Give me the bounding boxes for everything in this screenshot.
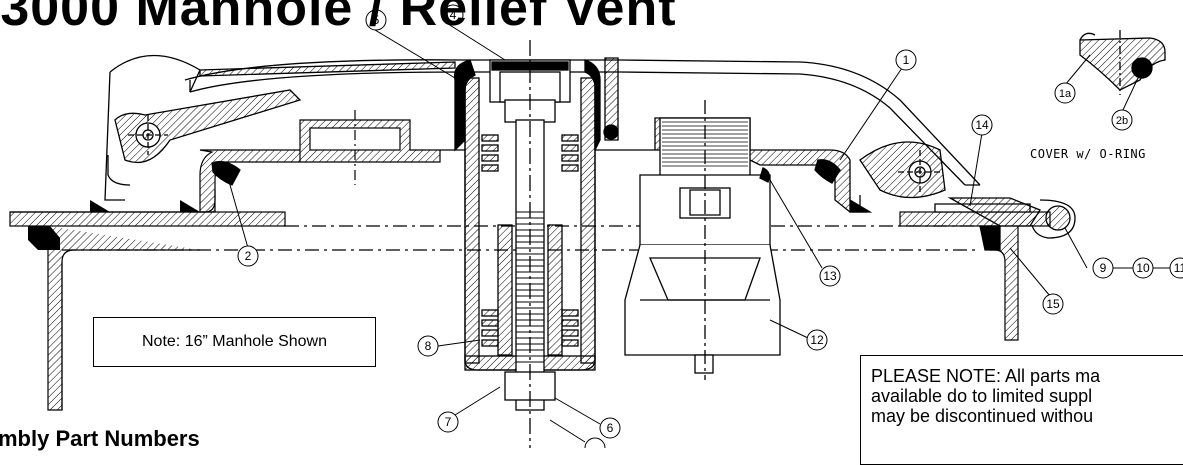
callout-13: 13 <box>823 269 837 283</box>
callout-circles <box>237 4 1183 448</box>
callout-bubble-2 <box>237 245 259 267</box>
callout-7: 7 <box>445 415 452 429</box>
callout-numbers: 5 4 1 1a 2b 14 2 13 9 10 11 15 12 8 7 6 <box>245 8 1183 435</box>
callout-1a: 1a <box>1059 88 1072 100</box>
section-heading: mbly Part Numbers <box>0 426 200 451</box>
oring-detail-caption: COVER w/ O-RING <box>1030 147 1146 161</box>
callout-leaders <box>227 21 1170 443</box>
callout-bubble-9 <box>1092 257 1114 279</box>
page-title: -3000 Manhole / Relief Vent <box>0 0 677 37</box>
callout-bubble-5 <box>365 9 387 31</box>
callout-8: 8 <box>425 339 432 353</box>
callout-9: 9 <box>1100 261 1107 275</box>
callout-10: 10 <box>1136 261 1150 275</box>
callout-bubble-15 <box>1042 293 1064 315</box>
pressure-vent <box>624 100 867 380</box>
callout-bubble-12 <box>806 329 828 351</box>
callout-2b: 2b <box>1116 115 1128 127</box>
callout-bubble-6 <box>599 417 621 439</box>
clamp-assembly <box>934 197 1076 251</box>
callout-2: 2 <box>245 249 252 263</box>
callout-1: 1 <box>903 53 910 67</box>
callout-bubble-4 <box>442 4 464 26</box>
cover-arc <box>184 59 981 186</box>
callout-bubble-1 <box>895 49 917 71</box>
callout-bubble-13 <box>819 265 841 287</box>
availability-notice-line: may be discontinued withou <box>871 406 1094 426</box>
manhole-size-note: Note: 16” Manhole Shown <box>93 317 376 367</box>
callout-4: 4 <box>450 8 457 22</box>
availability-notice: PLEASE NOTE: All parts ma available do t… <box>860 355 1183 465</box>
callout-bubble-8 <box>417 335 439 357</box>
callout-bubble-11 <box>1169 257 1183 279</box>
manhole-size-note-text: Note: 16” Manhole Shown <box>142 333 327 350</box>
availability-notice-line: available do to limited suppl <box>871 386 1093 406</box>
callout-bubble-1a <box>1054 82 1076 104</box>
callout-bubble-7 <box>437 411 459 433</box>
left-lever <box>104 54 302 201</box>
callout-14: 14 <box>975 118 989 132</box>
left-gasket <box>28 200 200 250</box>
callout-5: 5 <box>373 13 380 27</box>
left-seat <box>199 110 441 213</box>
callout-6: 6 <box>607 421 614 435</box>
vent-body <box>440 40 640 448</box>
callout-bubble-2b <box>1111 109 1133 131</box>
callout-bubble-extra <box>584 437 606 448</box>
availability-notice-line: PLEASE NOTE: All parts ma <box>871 366 1101 386</box>
callout-12: 12 <box>810 333 824 347</box>
callout-11: 11 <box>1174 261 1183 275</box>
callout-15: 15 <box>1046 297 1060 311</box>
callout-bubble-10 <box>1132 257 1154 279</box>
right-hinge <box>814 141 946 213</box>
manhole-cross-section: 5 4 1 1a 2b 14 2 13 9 10 11 15 12 8 7 6 <box>9 4 1183 448</box>
callout-bubble-14 <box>971 114 993 136</box>
handle-pin <box>603 57 619 141</box>
oring-detail <box>1079 30 1166 95</box>
